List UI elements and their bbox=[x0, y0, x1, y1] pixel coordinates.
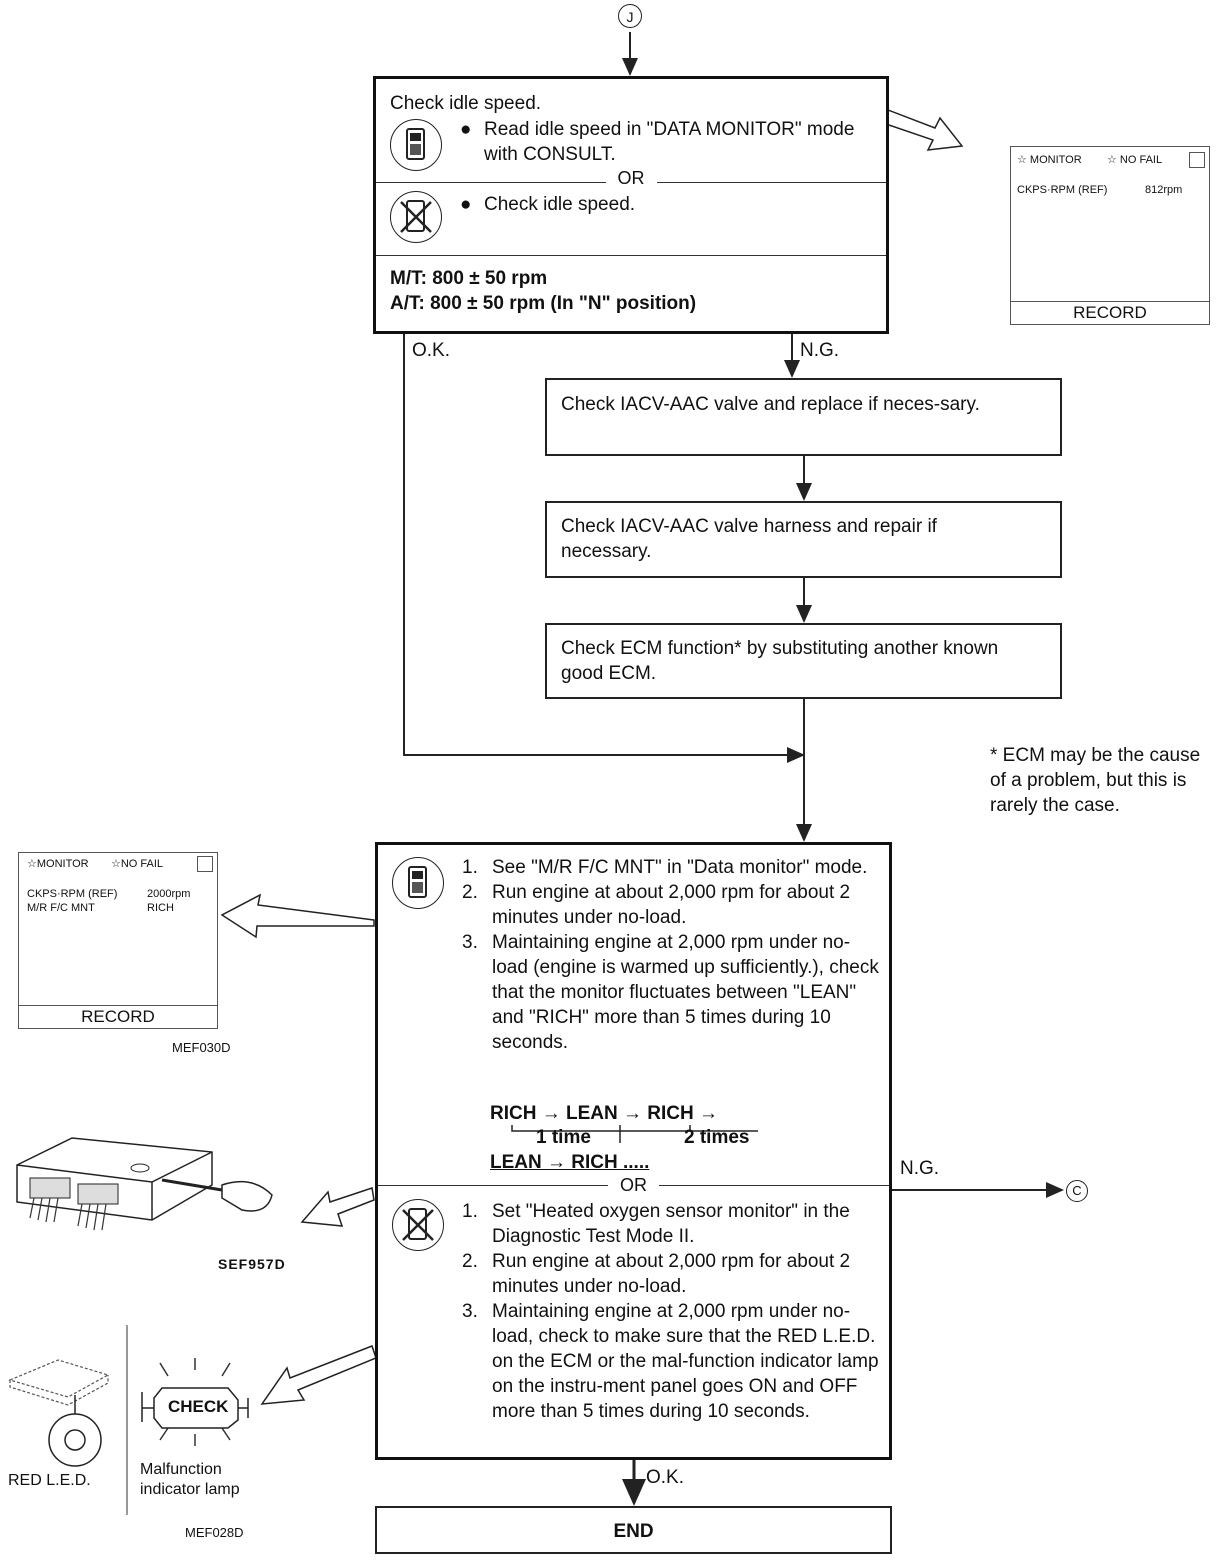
ecm-unit-illustration bbox=[16, 1137, 273, 1231]
monitor2-record-button[interactable]: RECORD bbox=[18, 1005, 218, 1029]
check-iacv-harness-box: Check IACV-AAC valve harness and repair … bbox=[545, 501, 1062, 578]
seq-brackets bbox=[511, 1125, 758, 1143]
bullet-icon: ● bbox=[460, 194, 472, 215]
monitor1-box-icon bbox=[1189, 152, 1205, 168]
monitor2-header-left: ☆MONITOR bbox=[27, 858, 89, 870]
box1-manual-step: ● Check idle speed. bbox=[460, 192, 880, 217]
monitor2-row2-label: M/R F/C MNT bbox=[27, 902, 95, 914]
monitor1-header-left: ☆ MONITOR bbox=[1017, 154, 1082, 166]
ng-label-1: N.G. bbox=[800, 340, 840, 361]
check-ecm-function-box: Check ECM function* by substituting anot… bbox=[545, 623, 1062, 699]
or-label: OR bbox=[605, 168, 657, 188]
box5-or: OR bbox=[378, 1175, 889, 1196]
ecm-figure-code: SEF957D bbox=[218, 1256, 286, 1272]
open-arrow-to-ecm bbox=[300, 1187, 375, 1227]
bullet-icon: ● bbox=[460, 119, 472, 140]
end-label: END bbox=[613, 1521, 654, 1542]
ng-label-2: N.G. bbox=[900, 1158, 940, 1179]
end-box: END bbox=[375, 1506, 892, 1554]
consult-icon-2 bbox=[392, 857, 444, 909]
footnote: * ECM may be the cause of a problem, but… bbox=[990, 745, 1201, 816]
consult-steps-list: 1.See "M/R F/C MNT" in "Data monitor" mo… bbox=[462, 855, 882, 1055]
seq-line-1: RICH → LEAN → RICH → bbox=[490, 1103, 718, 1124]
manual-steps-list: 1.Set "Heated oxygen sensor monitor" in … bbox=[462, 1199, 882, 1424]
mil-check-text: CHECK bbox=[168, 1397, 229, 1416]
seq-1time: 1 time bbox=[536, 1127, 591, 1148]
box4-text: Check ECM function* by substituting anot… bbox=[561, 638, 999, 684]
ok-label-1: O.K. bbox=[412, 340, 451, 361]
monitor-screen-1: ☆ MONITOR ☆ NO FAIL CKPS·RPM (REF) 812rp… bbox=[1010, 146, 1210, 325]
open-arrow-to-monitor2 bbox=[220, 893, 375, 939]
no-consult-icon-2 bbox=[392, 1199, 444, 1251]
monitor2-row1-label: CKPS·RPM (REF) bbox=[27, 888, 118, 900]
line-ok-bypass bbox=[403, 333, 805, 763]
monitor1-header-right: ☆ NO FAIL bbox=[1107, 154, 1163, 166]
monitor1-row-label: CKPS·RPM (REF) bbox=[1017, 184, 1108, 196]
consult-step-text: Read idle speed in "DATA MONITOR" mode w… bbox=[484, 119, 855, 165]
box3-text: Check IACV-AAC valve harness and repair … bbox=[561, 516, 937, 562]
connector-c-label: C bbox=[1072, 1183, 1082, 1198]
spec-at: A/T: 800 ± 50 rpm (In "N" position) bbox=[390, 293, 697, 314]
consult-step-1: 1.See "M/R F/C MNT" in "Data monitor" mo… bbox=[462, 857, 868, 878]
connector-j-label: J bbox=[626, 9, 634, 25]
monitor2-row1-value: 2000rpm bbox=[147, 888, 191, 900]
consult-step-3: 3.Maintaining engine at 2,000 rpm under … bbox=[462, 932, 879, 1053]
box2-text: Check IACV-AAC valve and replace if nece… bbox=[561, 394, 980, 415]
spec-mt: M/T: 800 ± 50 rpm bbox=[390, 268, 548, 289]
check-iacv-valve-box: Check IACV-AAC valve and replace if nece… bbox=[545, 378, 1062, 456]
monitor1-row-value: 812rpm bbox=[1145, 184, 1183, 196]
monitor2-row2-value: RICH bbox=[147, 902, 174, 914]
open-arrow-to-mil bbox=[260, 1345, 377, 1405]
monitor2-header-right: ☆NO FAIL bbox=[111, 858, 164, 870]
box1-consult-step: ● Read idle speed in "DATA MONITOR" mode… bbox=[460, 117, 880, 167]
consult-icon bbox=[390, 119, 442, 171]
seq-2times: 2 times bbox=[684, 1127, 750, 1148]
no-consult-icon bbox=[390, 191, 442, 243]
monitor2-box-icon bbox=[197, 856, 213, 872]
manual-step-text: Check idle speed. bbox=[484, 194, 636, 215]
red-led-label: RED L.E.D. bbox=[8, 1472, 91, 1489]
consult-step-2: 2.Run engine at about 2,000 rpm for abou… bbox=[462, 882, 851, 928]
manual-step-3: 3.Maintaining engine at 2,000 rpm under … bbox=[462, 1301, 879, 1422]
box1-or: OR bbox=[376, 168, 886, 189]
mil-lamp-icon bbox=[141, 1358, 249, 1446]
manual-step-2: 2.Run engine at about 2,000 rpm for abou… bbox=[462, 1251, 851, 1297]
ok-label-2: O.K. bbox=[646, 1467, 685, 1488]
red-led-illustration bbox=[8, 1359, 110, 1467]
mil-code: MEF028D bbox=[185, 1525, 244, 1540]
open-arrow-to-monitor1 bbox=[885, 108, 964, 151]
monitor-screen-2: ☆MONITOR ☆NO FAIL CKPS·RPM (REF) 2000rpm… bbox=[18, 852, 218, 1029]
or-label-2: OR bbox=[608, 1175, 659, 1195]
connector-j: J bbox=[618, 4, 642, 28]
box1-title: Check idle speed. bbox=[390, 93, 542, 114]
monitor1-record-button[interactable]: RECORD bbox=[1010, 301, 1210, 325]
monitor2-code: MEF030D bbox=[172, 1040, 231, 1055]
check-idle-speed-box: Check idle speed. ● Read idle speed in "… bbox=[373, 76, 889, 334]
seq-line-2: LEAN → RICH ..... bbox=[490, 1152, 650, 1173]
manual-step-1: 1.Set "Heated oxygen sensor monitor" in … bbox=[462, 1201, 850, 1247]
connector-c: C bbox=[1066, 1180, 1088, 1202]
oxygen-sensor-check-box: 1.See "M/R F/C MNT" in "Data monitor" mo… bbox=[375, 842, 892, 1460]
mil-label: Malfunction indicator lamp bbox=[140, 1461, 240, 1498]
